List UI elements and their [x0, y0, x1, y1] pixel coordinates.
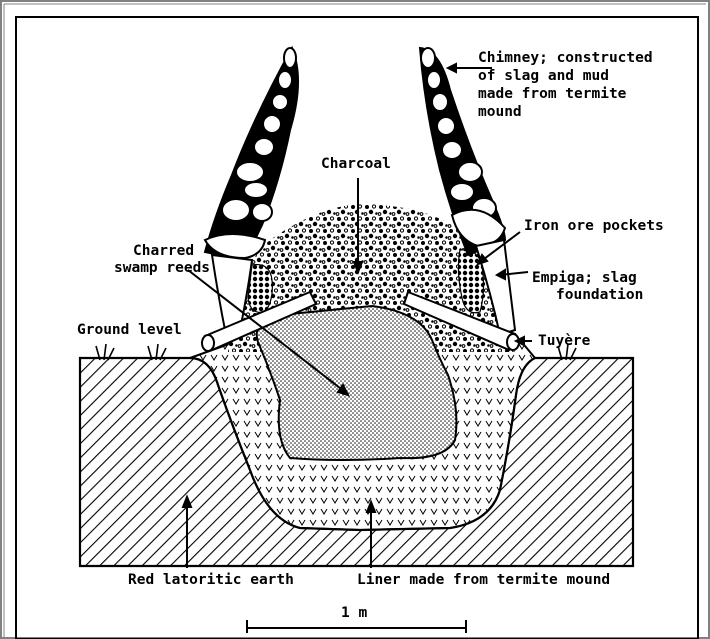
- empiga-label-line1: Empiga; slag: [532, 270, 637, 287]
- tuyere-label: Tuyère: [538, 333, 590, 350]
- chimney-label-line3: made from termite: [478, 86, 626, 103]
- scale-label: 1 m: [341, 605, 367, 622]
- charcoal-label: Charcoal: [321, 156, 391, 173]
- ore-pocket-left: [248, 265, 272, 313]
- charred-label-line1: Charred: [133, 243, 194, 260]
- chimney-label-line1: Chimney; constructed: [478, 50, 653, 67]
- iron-ore-label: Iron ore pockets: [524, 218, 664, 235]
- charred-reeds-zone: [257, 306, 457, 460]
- liner-label: Liner made from termite mound: [357, 572, 610, 589]
- chimney-label-line4: mound: [478, 104, 522, 121]
- chimney-label-line2: of slag and mud: [478, 68, 609, 85]
- charred-label-line2: swamp reeds: [114, 260, 210, 277]
- red-earth-label: Red latoritic earth: [128, 572, 294, 589]
- ground-level-label: Ground level: [77, 322, 182, 339]
- empiga-label-line2: foundation: [556, 287, 643, 304]
- left-chimney: [205, 48, 298, 260]
